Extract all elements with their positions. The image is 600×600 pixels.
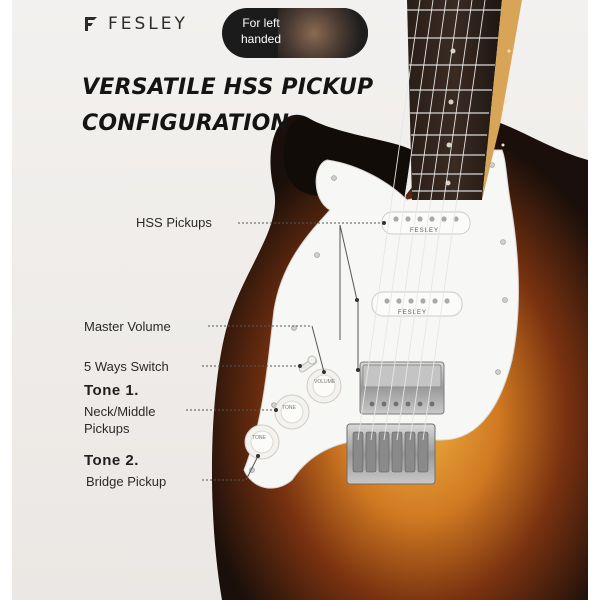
frets (407, 9, 501, 192)
tone1-knob (274, 394, 310, 430)
callout-tone2-title: Tone 2. (84, 452, 139, 469)
volume-knob-label: VOLUME (314, 379, 336, 385)
bridge-humbucker (359, 361, 445, 415)
callout-tone1-sub2: Pickups (84, 421, 130, 436)
neck-pickup-logo: FESLEY (410, 228, 439, 234)
headline: VERSATILE HSS PICKUP CONFIGURATION (82, 70, 402, 142)
strings (357, 0, 486, 441)
middle-pickup (371, 291, 463, 317)
side-dots (501, 49, 511, 147)
tone1-knob-label: TONE (282, 405, 296, 411)
product-banner: FESLEY FESLEY (12, 0, 588, 600)
callout-five-way-switch: 5 Ways Switch (84, 359, 169, 374)
tone2-knob (244, 424, 280, 460)
badge-line1: For left (242, 16, 280, 30)
leader-endpoints (256, 221, 386, 458)
fesley-logo-icon (85, 17, 97, 31)
callout-tone1-sub1: Neck/Middle (84, 404, 156, 419)
headline-line1: VERSATILE HSS PICKUP (82, 75, 374, 100)
badge-text: For left handed (236, 15, 286, 47)
left-handed-badge: For left handed (222, 8, 368, 58)
tremolo-bridge (346, 423, 436, 485)
middle-pickup-logo: FESLEY (398, 310, 427, 316)
volume-knob (306, 368, 342, 404)
five-way-switch (298, 355, 318, 373)
tone2-knob-label: TONE (252, 435, 266, 441)
callout-tone2-sub: Bridge Pickup (86, 474, 167, 489)
leader-lines (186, 222, 384, 481)
headline-line2: CONFIGURATION (82, 111, 290, 136)
brand: FESLEY (82, 14, 188, 34)
brand-name: FESLEY (108, 14, 188, 34)
badge-line2: handed (240, 32, 282, 46)
callout-master-volume: Master Volume (84, 319, 171, 334)
callout-tone1-title: Tone 1. (84, 382, 139, 399)
callout-hss-pickups: HSS Pickups (136, 215, 212, 230)
guitar-illustration: FESLEY FESLEY (186, 0, 588, 600)
neck-edge (482, 0, 522, 200)
badge-photo (278, 8, 368, 58)
